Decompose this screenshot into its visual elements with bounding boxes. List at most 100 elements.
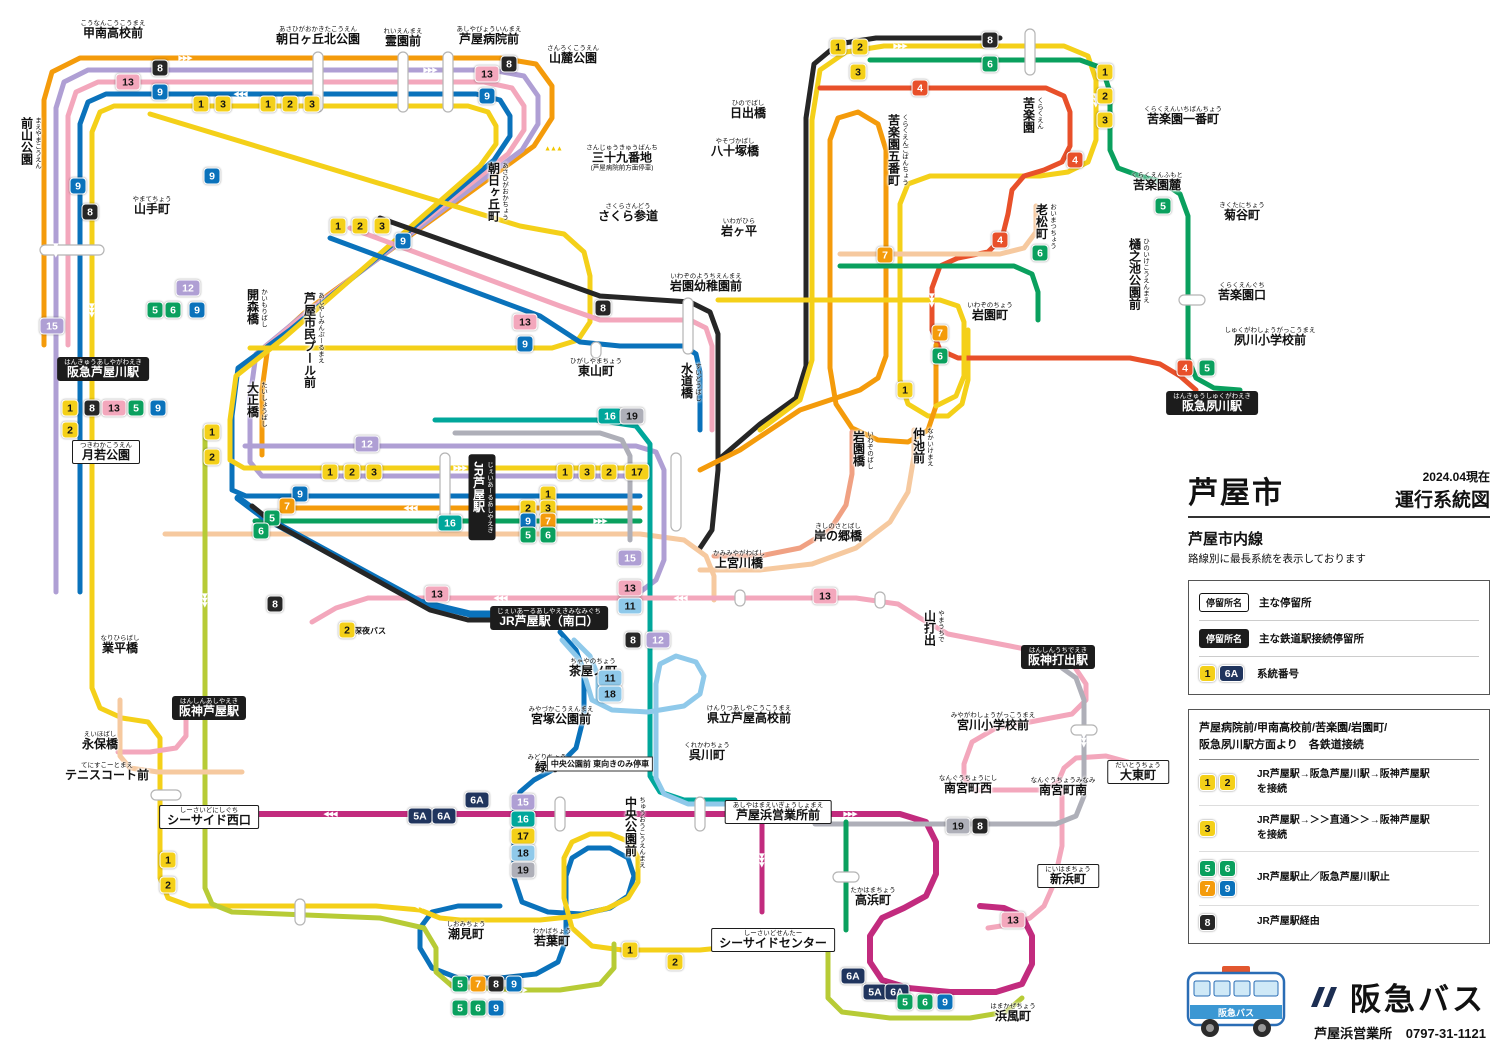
stop-tick	[832, 871, 860, 883]
station-name: 老松町	[1034, 203, 1049, 240]
station-stop: たかはまちょう高浜町	[850, 887, 895, 907]
route-number-badge: 9	[149, 399, 167, 417]
route-number-badge: 16	[437, 514, 463, 532]
route-number-badge: 1	[1199, 774, 1216, 791]
station-stop: さんじゅうきゅうばんち三十九番地(芦屋病院前方面停車)	[586, 145, 658, 172]
station-name: 宮塚公園前	[530, 712, 591, 727]
legend-routes-header: 芦屋病院前/甲南高校前/苦楽園/岩園町/ 阪急夙川駅方面より 各鉄道接続	[1199, 714, 1479, 760]
line-name: 芦屋市内線	[1188, 531, 1264, 548]
station-name: JR芦屋駅（南口）	[499, 614, 599, 629]
stop-tick	[554, 796, 566, 832]
station-stop: しーさいどにしぐちシーサイド西口	[159, 805, 259, 829]
route-line-yellow	[715, 297, 967, 409]
station-furigana: しおみちょう	[446, 921, 486, 929]
route-number-badge: 1	[259, 95, 277, 113]
route-number-badge: 1	[1199, 665, 1216, 682]
station-stop: 朝日ヶ丘町あさひがおかちょう	[486, 162, 507, 222]
station-stop: 山打出やまうちで	[922, 610, 944, 646]
station-stop: くらくえんふもと苦楽園麓	[1131, 172, 1183, 192]
station-furigana: ひのいけこうえんまえ	[1141, 238, 1149, 303]
station-furigana: じぇいあーるあしやえきみなみぐち	[497, 608, 601, 616]
station-stop: 開森橋かいもりばし	[245, 288, 267, 328]
route-number-badge: 7	[1199, 880, 1216, 897]
station-name: 前山公園	[19, 117, 34, 165]
station-furigana: やまうちで	[936, 610, 944, 643]
stop-tick	[442, 51, 454, 113]
legend-route-text: JR芦屋駅→＞＞直通＞＞→阪神芦屋駅 を接続	[1257, 815, 1430, 841]
station-name: さくら参道	[597, 209, 659, 224]
route-line-lavender	[242, 443, 667, 595]
station-note: (芦屋病院前方面停車)	[590, 164, 654, 172]
station-name: 大正橋	[245, 381, 260, 418]
route-number-badge: 2	[61, 421, 79, 439]
station-furigana: さくらさんどう	[605, 203, 651, 211]
route-number-badge: 1	[203, 423, 221, 441]
station-stop: なんぐうちょうにし南宮町西	[939, 775, 997, 795]
station-name: 浜風町	[994, 1009, 1031, 1024]
station-stop: 苦楽園五番町くらくえんごばんちょう	[886, 114, 907, 186]
route-number-badge: 8	[500, 55, 518, 73]
station-stop: さくらさんどうさくら参道	[598, 203, 658, 223]
station-stop: つきわかこうえん月若公園	[72, 440, 140, 464]
station-name: 水道橋	[679, 362, 694, 399]
legend-route-text: JR芦屋駅→阪急芦屋川駅→阪神芦屋駅 を接続	[1257, 769, 1430, 795]
station-name: 芦屋浜営業所前	[735, 808, 820, 823]
station-name: 仲池前	[911, 427, 926, 464]
station-name: 開森橋	[245, 288, 260, 325]
route-number-badge: 4	[991, 231, 1009, 249]
office-name: 芦屋浜営業所	[1314, 1026, 1393, 1041]
station-name: 岩園幼稚園前	[669, 279, 743, 294]
route-number-badge: 1	[159, 851, 177, 869]
route-number-badge: 5A	[407, 807, 433, 825]
route-number-badge: 6	[916, 993, 934, 1011]
station-stop: しおみちょう潮見町	[447, 921, 486, 941]
station-furigana: けんりつあしやこうこうまえ	[706, 705, 792, 713]
station-name: 八十塚橋	[710, 144, 760, 159]
hankyu-bus-logo-mark	[1311, 986, 1337, 1007]
route-number-badge: 12	[645, 631, 671, 649]
station-stop: さんろくこうえん山麓公園	[547, 45, 599, 65]
route-number-badge: 6	[1219, 860, 1236, 877]
route-line-pink	[115, 697, 189, 755]
route-number-badge: 2	[203, 448, 221, 466]
station-name: 霊園前	[384, 34, 421, 49]
route-number-badge: 6	[931, 347, 949, 365]
route-number-badge: 17	[624, 463, 650, 481]
legend-route-badges: 8	[1199, 914, 1247, 931]
station-furigana: てにすこーとまえ	[80, 762, 134, 770]
stop-tick	[1178, 294, 1206, 306]
route-number-badge: 8	[1199, 914, 1216, 931]
city-title: 芦屋市	[1188, 477, 1284, 510]
route-number-badge: 3	[849, 63, 867, 81]
station-furigana: みやがわしょうがっこうまえ	[950, 712, 1036, 720]
station-name: 月若公園	[81, 448, 130, 463]
station-stop: てにすこーとまえテニスコート前	[65, 762, 149, 782]
station-stop: 岩園橋いわぞのばし	[851, 431, 872, 470]
map-note: 中央公園前 東向きのみ停車	[546, 756, 654, 772]
station-stop: いわがひら岩ヶ平	[721, 218, 757, 238]
route-badge-desc: 系統番号	[1257, 668, 1299, 680]
stop-tick	[1024, 28, 1036, 76]
station-name: 阪神芦屋駅	[178, 704, 240, 719]
route-number-badge: 3	[1096, 111, 1114, 129]
station-furigana: かいもりばし	[259, 288, 267, 328]
station-stop: なんぐうちょうみなみ南宮町南	[1031, 777, 1096, 797]
station-stop: 老松町おいまつちょう	[1034, 203, 1055, 249]
route-number-badge: 16	[510, 810, 536, 828]
station-stop: あしやびょういんまえ芦屋病院前	[457, 26, 522, 46]
route-number-badge: 9	[394, 232, 412, 250]
station-name: 阪急夙川駅	[1181, 399, 1242, 414]
route-number-badge: 8	[151, 59, 169, 77]
station-furigana: はんしんうちでえき	[1028, 647, 1088, 655]
station-furigana: きしのさとばし	[815, 523, 861, 531]
station-furigana: くらくえん	[1035, 97, 1043, 130]
station-stop: えいほばし永保橋	[82, 731, 118, 751]
route-number-badge: 3	[373, 217, 391, 235]
route-number-badge: 5	[451, 975, 469, 993]
station-furigana: わかばちょう	[532, 928, 572, 936]
direction-arrows: ▶▶▶	[88, 303, 95, 317]
panel-header-right: 2024.04現在 運行系統図	[1395, 468, 1490, 512]
